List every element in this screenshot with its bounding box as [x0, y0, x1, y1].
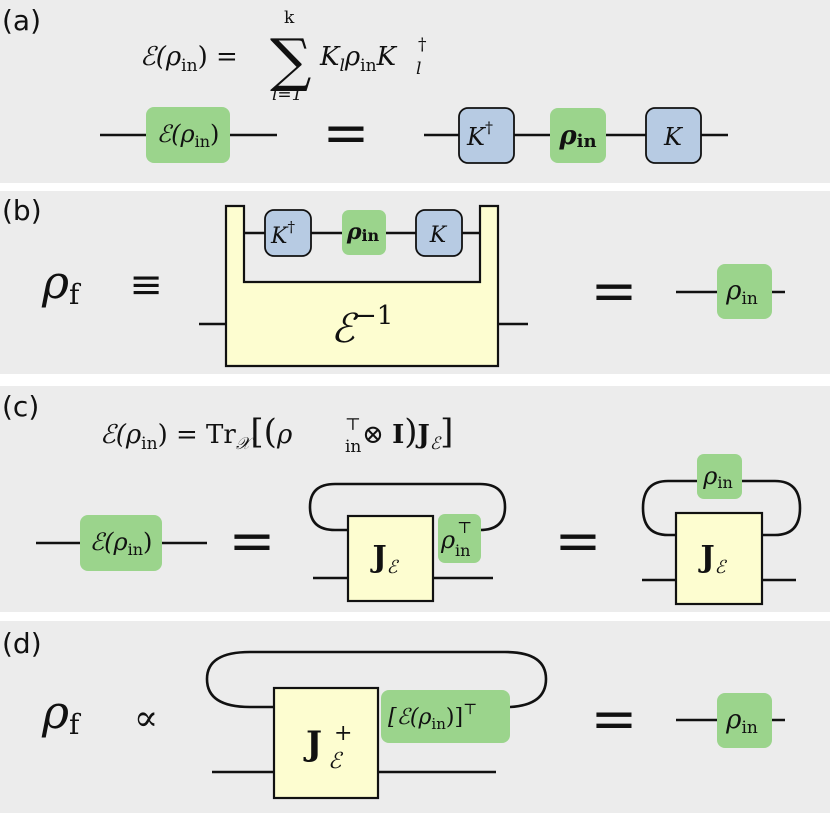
node-d-result-label: ρin [725, 705, 758, 738]
node-c-rhoT-rho: ρ [440, 526, 455, 554]
node-c-rhoT [438, 514, 481, 563]
choi-box-c-middle [346, 514, 435, 603]
node-a-k [645, 107, 702, 164]
kraus-equation: ℰ(ρin) = ∑ k l=1 KlρinK † l [140, 8, 427, 105]
inverse-channel-box [224, 204, 500, 368]
node-b-kdag [264, 209, 312, 257]
node-b-k [415, 209, 463, 257]
node-d-channel-transpose [381, 690, 510, 743]
loop-d [205, 650, 548, 709]
node-d-result [717, 693, 772, 748]
node-a-channel [146, 107, 230, 163]
choi-inverse-J: J [303, 724, 322, 764]
panel-c: (c) ℰ(ρin) = Tr𝒳[(ρ ⊤ in ⊗ I)Jℰ] ℰ(ρin) … [2, 390, 802, 606]
choi-inverse-sub: ℰ [328, 749, 344, 774]
node-c-rhoT-sub: in [455, 541, 470, 560]
choi-equation: ℰ(ρin) = Tr𝒳[(ρ ⊤ in ⊗ I)Jℰ] [100, 412, 453, 457]
eq-c-rho-sub: in [345, 437, 361, 457]
eq-a-dagger-sub: l [416, 59, 421, 79]
node-b-rho-label: ρin [346, 219, 380, 245]
node-a-channel-label: ℰ(ρin) [157, 120, 220, 151]
eq-a-sum-lower: l=1 [272, 85, 303, 105]
node-b-kdag-label: K† [270, 218, 295, 249]
node-a-kdag [458, 107, 515, 164]
node-a-rho-label: ρin [558, 121, 596, 152]
loop-c-middle [308, 482, 507, 532]
node-b-k-label: K [429, 223, 448, 248]
node-c-channel-label: ℰ(ρin) [90, 528, 153, 559]
eq-a-dagger: † [418, 35, 427, 55]
node-c-rho-top [697, 454, 742, 499]
node-a-kdag-label: K† [466, 118, 493, 151]
node-c-rho-top-label: ρin [702, 462, 733, 492]
eq-a-terms: KlρinK [319, 42, 398, 76]
node-a-rho [550, 108, 606, 163]
rho-f-d: ρf [41, 685, 82, 741]
panel-c-label: (c) [2, 390, 39, 423]
eq-a-lhs: ℰ(ρin) = [140, 42, 238, 76]
panel-a: (a) ℰ(ρin) = ∑ k l=1 KlρinK † l ℰ(ρin) =… [2, 4, 728, 166]
eq-c-transpose: ⊤ [345, 415, 361, 435]
panel-a-label: (a) [2, 4, 41, 37]
equals-c-1: = [229, 509, 276, 574]
eq-a-sum-symbol: ∑ [270, 26, 311, 94]
panel-a-background [0, 0, 830, 183]
node-a-k-label: K [663, 123, 684, 151]
panel-d: (d) ρf ∝ J + ℰ [ℰ(ρin)]⊤ = ρin [2, 627, 785, 800]
eq-c-rest: ⊗ I)Jℰ] [362, 412, 453, 454]
node-c-channel [80, 515, 162, 571]
choi-inverse-box [272, 686, 380, 800]
panel-b: (b) ρf ≡ ℰ−1 K† ρin K = ρin [2, 194, 785, 368]
equals-a: = [323, 101, 370, 166]
propto-symbol: ∝ [134, 698, 158, 739]
eq-c-main: ℰ(ρin) = Tr𝒳[(ρ [100, 412, 293, 454]
equals-c-2: = [555, 509, 602, 574]
node-b-rho [342, 210, 386, 255]
equals-d: = [591, 687, 638, 752]
panel-d-label: (d) [2, 627, 42, 660]
choi-c-right-label: Jℰ [697, 540, 727, 578]
choi-inverse-sup: + [334, 721, 352, 746]
eq-a-sum-upper: k [284, 8, 295, 28]
node-b-result [717, 264, 772, 319]
choi-box-c-right [674, 511, 764, 606]
node-b-result-label: ρin [725, 276, 758, 309]
panel-b-label: (b) [2, 194, 42, 227]
node-d-channel-transpose-label: [ℰ(ρin)]⊤ [388, 700, 477, 733]
node-c-rhoT-sup: ⊤ [457, 518, 472, 537]
equiv-symbol: ≡ [129, 262, 163, 308]
rho-f-b: ρf [41, 255, 82, 311]
equals-b: = [591, 259, 638, 324]
choi-c-middle-label: Jℰ [369, 540, 399, 578]
inverse-channel-label: ℰ−1 [331, 301, 394, 352]
